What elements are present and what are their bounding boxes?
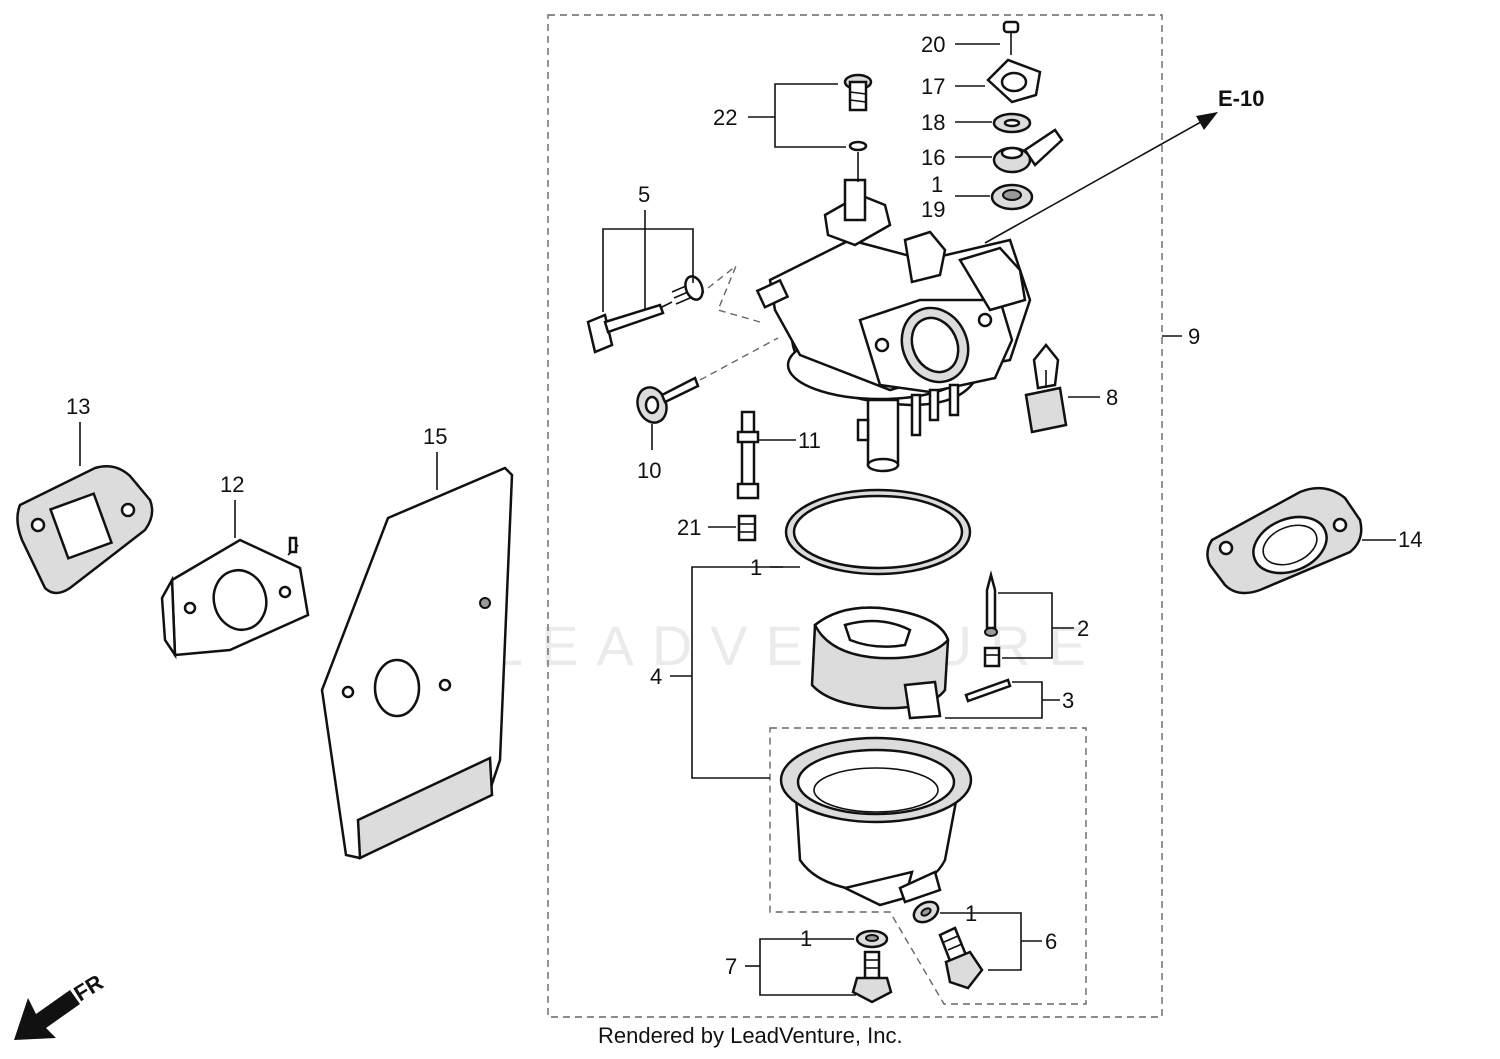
label-3: 3 bbox=[1062, 688, 1074, 713]
label-1-top: 1 bbox=[931, 172, 943, 197]
label-2: 2 bbox=[1077, 616, 1089, 641]
part-13-gasket[interactable] bbox=[16, 465, 154, 595]
label-8: 8 bbox=[1106, 385, 1118, 410]
footer-credit: Rendered by LeadVenture, Inc. bbox=[598, 1023, 903, 1048]
watermark: LEADVENTURE bbox=[492, 614, 1104, 677]
part-15-heat-shield-plate[interactable] bbox=[320, 466, 514, 860]
label-19: 19 bbox=[921, 197, 945, 222]
label-17: 17 bbox=[921, 74, 945, 99]
label-22: 22 bbox=[713, 105, 737, 130]
label-7: 7 bbox=[725, 954, 737, 979]
part-5-pilot-screw-set[interactable] bbox=[586, 274, 706, 354]
pilot-screw-dashline bbox=[707, 263, 761, 323]
section-ref-e10[interactable]: E-10 bbox=[1218, 86, 1264, 111]
part-21-main-jet[interactable] bbox=[737, 514, 757, 542]
label-4: 4 bbox=[650, 664, 662, 689]
label-5: 5 bbox=[638, 182, 650, 207]
stop-screw-dashline bbox=[699, 337, 779, 381]
bracket-22 bbox=[774, 83, 846, 148]
label-1-right: 1 bbox=[965, 901, 977, 926]
part-17-cover-plate[interactable] bbox=[986, 58, 1042, 104]
label-9: 9 bbox=[1188, 324, 1200, 349]
label-1-left: 1 bbox=[800, 926, 812, 951]
part-20-screw[interactable] bbox=[1002, 20, 1020, 55]
label-21: 21 bbox=[677, 515, 701, 540]
float-chamber-box bbox=[769, 727, 1087, 1005]
label-16: 16 bbox=[921, 145, 945, 170]
label-14: 14 bbox=[1398, 527, 1422, 552]
part-7-bolt[interactable] bbox=[851, 929, 893, 1004]
part-9-carburetor-body[interactable] bbox=[755, 178, 1032, 473]
section-ref-arrowhead bbox=[1196, 112, 1218, 130]
bracket-5 bbox=[602, 228, 694, 312]
part-10-throttle-stop-screw[interactable] bbox=[633, 376, 700, 427]
part-14-gasket[interactable] bbox=[1206, 486, 1363, 595]
part-6-drain-bolt[interactable] bbox=[910, 898, 984, 990]
part-1-float-chamber-gasket[interactable] bbox=[784, 488, 972, 576]
part-22-drain-screw[interactable] bbox=[843, 73, 873, 182]
label-15: 15 bbox=[423, 424, 447, 449]
label-6: 6 bbox=[1045, 929, 1057, 954]
part-float[interactable] bbox=[810, 606, 950, 720]
label-18: 18 bbox=[921, 110, 945, 135]
part-18-spring-washer[interactable] bbox=[992, 112, 1032, 134]
part-float-chamber-bowl[interactable] bbox=[779, 736, 973, 907]
part-3-float-pin[interactable] bbox=[964, 678, 1012, 703]
part-16-choke-lever[interactable] bbox=[992, 128, 1064, 174]
bracket-4 bbox=[691, 566, 783, 779]
part-8-clip[interactable] bbox=[1024, 342, 1068, 434]
section-ref-arrow-line bbox=[984, 117, 1209, 244]
part-19-bearing-washer[interactable] bbox=[990, 183, 1034, 211]
label-11: 11 bbox=[798, 428, 821, 453]
label-13: 13 bbox=[66, 394, 90, 419]
label-12: 12 bbox=[220, 472, 244, 497]
label-10: 10 bbox=[637, 458, 661, 483]
carburetor-assembly-box bbox=[547, 14, 1163, 1018]
label-20: 20 bbox=[921, 32, 945, 57]
front-direction-arrow bbox=[14, 990, 80, 1040]
part-2-float-valve[interactable] bbox=[983, 570, 1001, 668]
bracket-7 bbox=[759, 938, 856, 996]
part-12-insulator[interactable] bbox=[160, 536, 310, 660]
part-11-main-nozzle[interactable] bbox=[736, 410, 760, 500]
bracket-2 bbox=[998, 592, 1053, 659]
